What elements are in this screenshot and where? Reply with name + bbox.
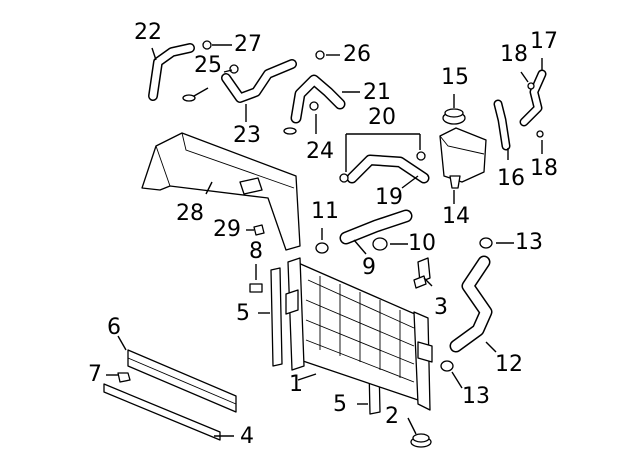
callout-17: 17 xyxy=(530,29,558,54)
retainer-clip-8 xyxy=(249,283,263,293)
callout-18-top: 18 xyxy=(500,42,528,67)
leader-lines xyxy=(106,44,543,437)
hose-23 xyxy=(221,59,297,103)
callout-10: 10 xyxy=(408,231,436,256)
lower-seal-strip xyxy=(103,383,221,441)
clamp-24 xyxy=(283,101,319,135)
clamp-20 xyxy=(339,151,426,183)
clamp-26 xyxy=(315,50,325,60)
callout-18-bottom: 18 xyxy=(530,156,558,181)
callout-29: 29 xyxy=(213,217,241,242)
callout-13-top: 13 xyxy=(515,230,543,255)
hose-19 xyxy=(346,154,430,184)
mounting-bracket xyxy=(413,257,431,289)
callout-26: 26 xyxy=(343,42,371,67)
callout-8: 8 xyxy=(249,239,263,264)
callout-2: 2 xyxy=(385,404,399,429)
clamp-13 xyxy=(440,237,493,372)
radiator-core xyxy=(285,257,433,411)
callout-11: 11 xyxy=(311,199,339,224)
callout-28: 28 xyxy=(176,201,204,226)
hose-12 xyxy=(449,255,493,353)
push-pin-7 xyxy=(117,372,131,383)
callout-1: 1 xyxy=(289,372,303,397)
clamp-27 xyxy=(202,40,212,50)
callout-27: 27 xyxy=(234,32,262,57)
callout-21: 21 xyxy=(363,80,391,105)
callout-7: 7 xyxy=(88,362,102,387)
callout-3: 3 xyxy=(434,295,448,320)
callout-6: 6 xyxy=(107,315,121,340)
clamp-18 xyxy=(527,82,544,138)
air-deflector xyxy=(127,349,237,413)
callout-23: 23 xyxy=(233,123,261,148)
callout-12: 12 xyxy=(495,352,523,377)
drain-cap xyxy=(410,433,432,448)
reservoir-cap xyxy=(442,108,466,125)
callout-5-left: 5 xyxy=(236,301,250,326)
bolt-29 xyxy=(253,224,265,236)
callout-9: 9 xyxy=(362,255,376,280)
callout-25: 25 xyxy=(194,53,222,78)
callout-13-bottom: 13 xyxy=(462,384,490,409)
hose-9 xyxy=(339,209,413,245)
clamp-11 xyxy=(315,242,329,254)
clamp-10 xyxy=(372,237,388,251)
callout-14: 14 xyxy=(442,204,470,229)
clamp-25 xyxy=(182,64,239,102)
callout-4: 4 xyxy=(240,424,254,449)
callout-15: 15 xyxy=(441,65,469,90)
upper-radiator-shroud xyxy=(141,132,301,251)
hose-17 xyxy=(519,69,547,127)
coolant-reservoir xyxy=(439,127,487,189)
side-seal-left xyxy=(270,267,283,367)
hose-16 xyxy=(493,99,511,151)
callout-24: 24 xyxy=(306,139,334,164)
hose-21 xyxy=(290,74,346,124)
callout-19: 19 xyxy=(375,185,403,210)
callout-20: 20 xyxy=(368,105,396,130)
hose-22 xyxy=(148,43,195,101)
callout-16: 16 xyxy=(497,166,525,191)
callout-22: 22 xyxy=(134,20,162,45)
callout-5-right: 5 xyxy=(333,392,347,417)
